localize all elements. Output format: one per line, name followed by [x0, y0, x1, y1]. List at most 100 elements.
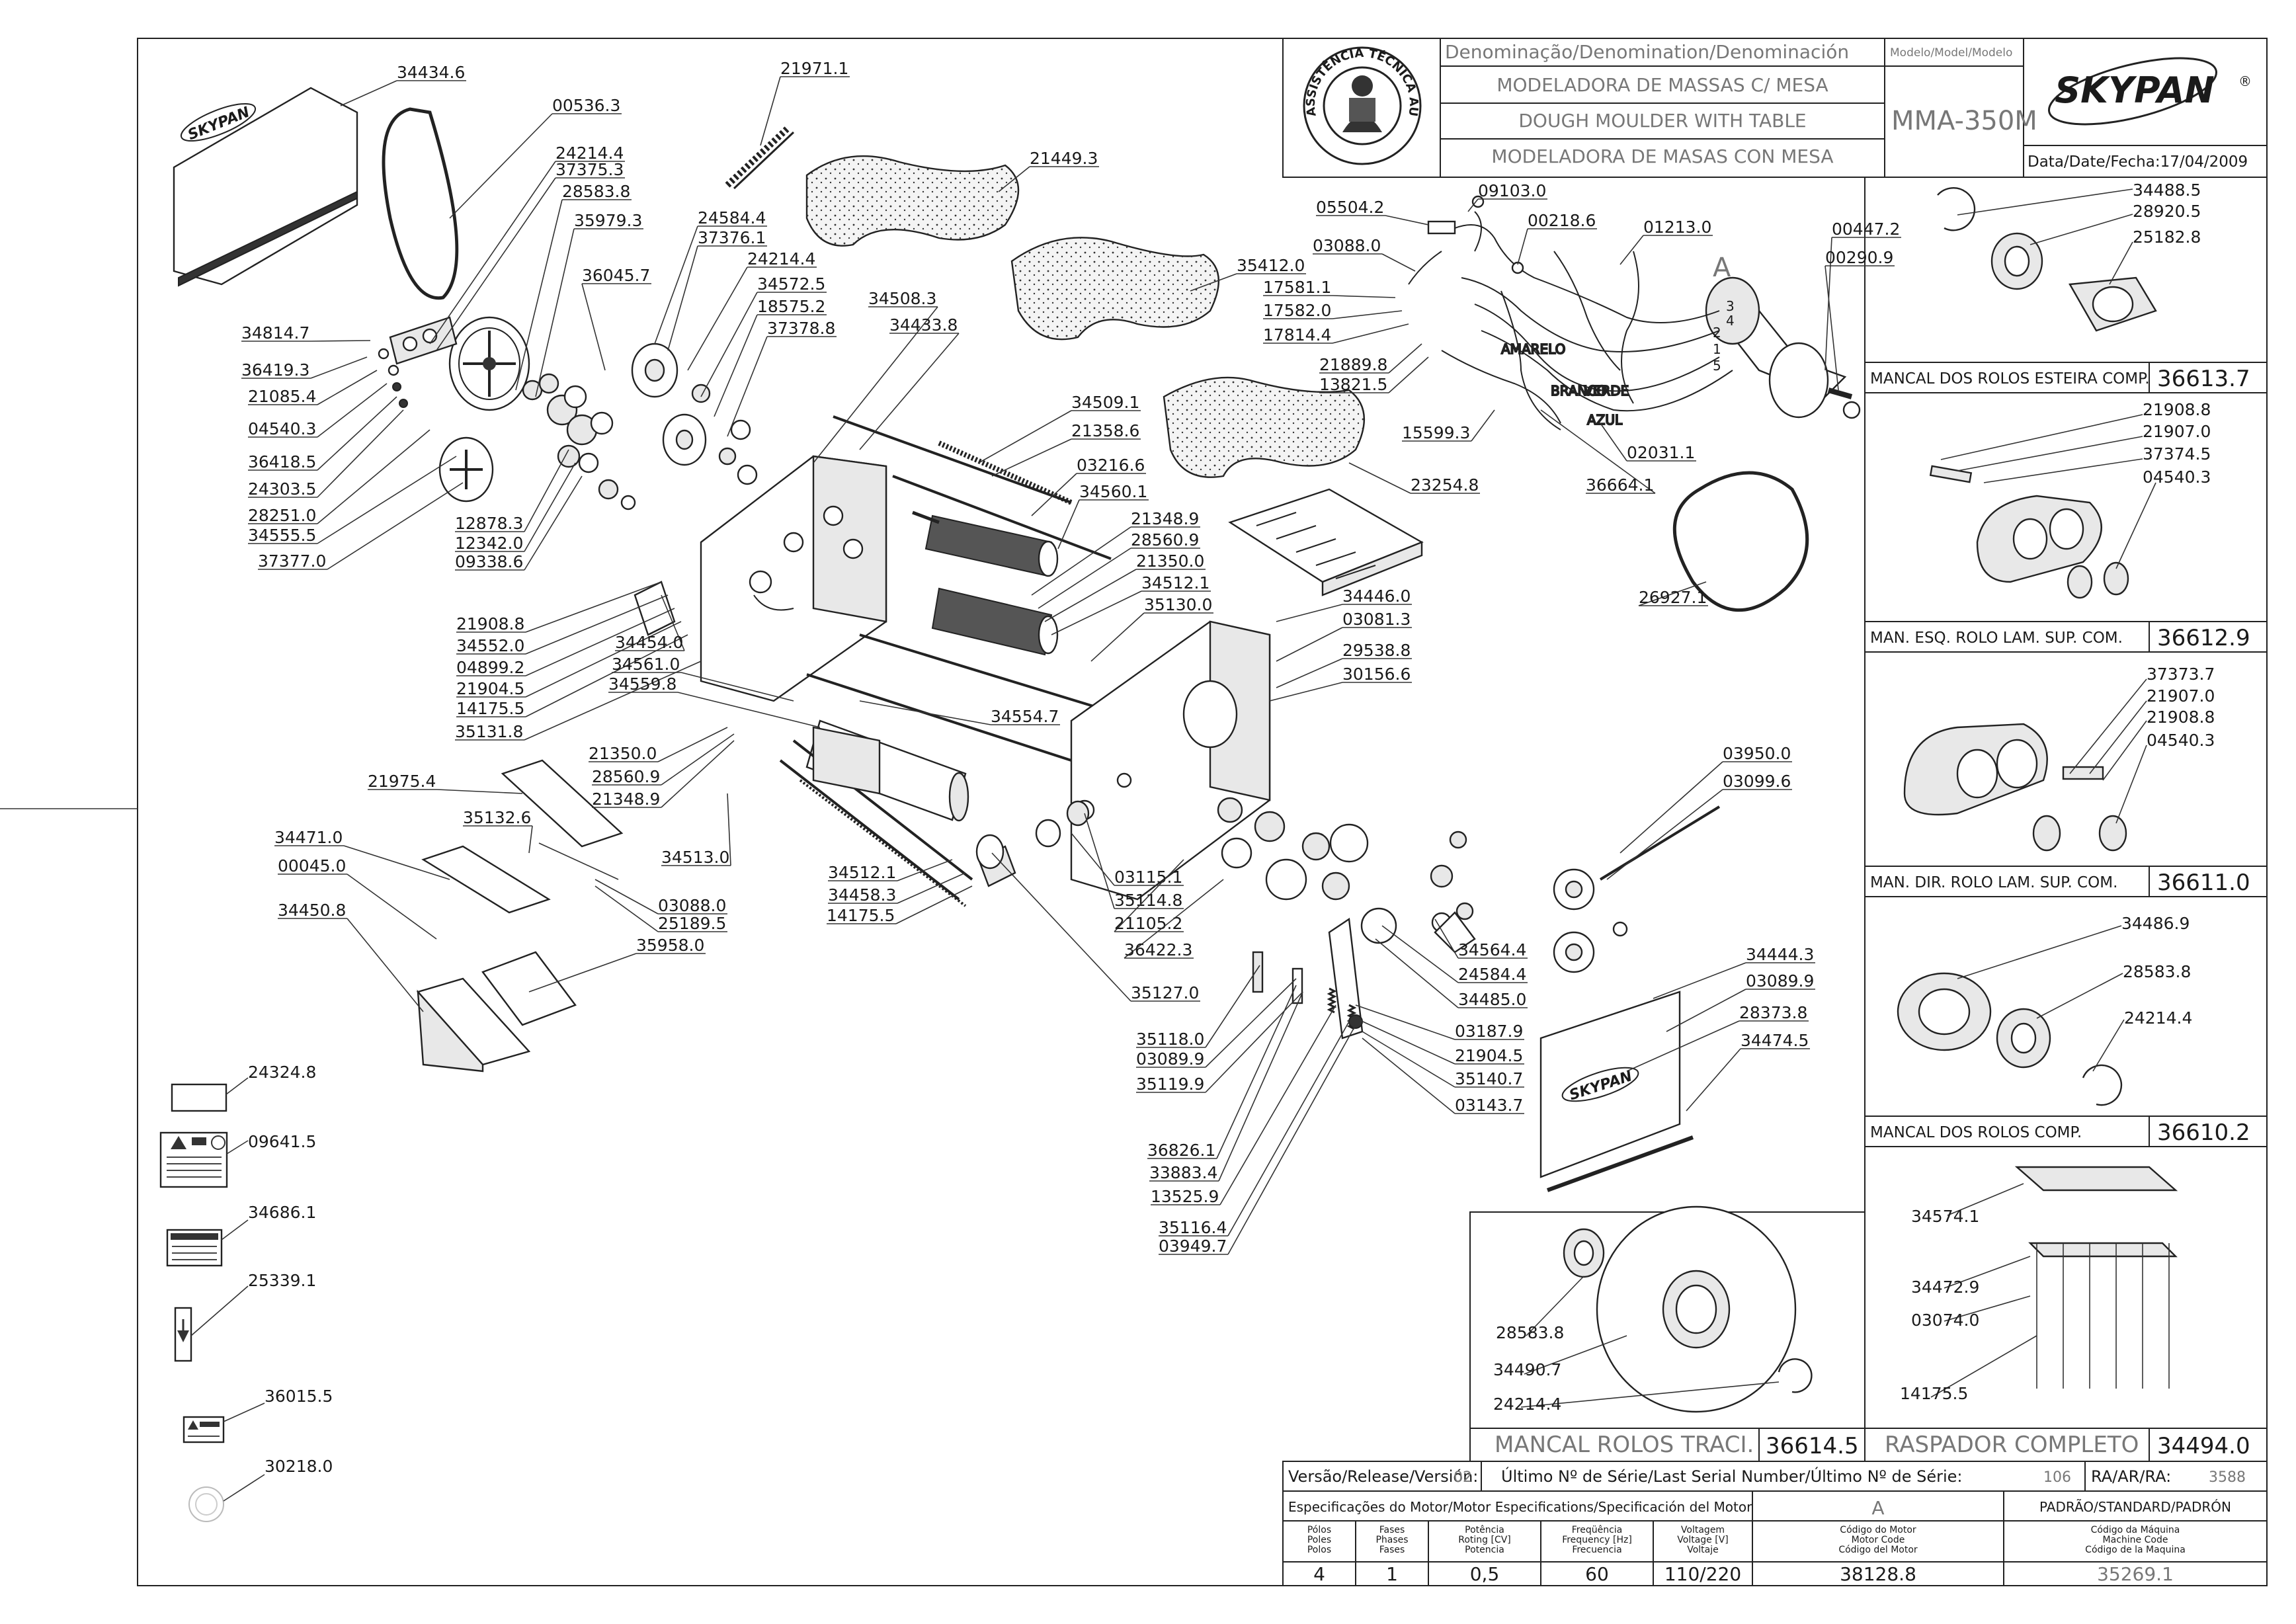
version-value: 02 [1454, 1469, 1472, 1486]
small-parts-cluster [378, 348, 636, 510]
leader-line [594, 885, 659, 932]
warning-sticker [159, 1131, 228, 1188]
part-label: 09641.5 [248, 1132, 316, 1151]
part-number-label: 34433.8 [889, 315, 958, 335]
wire-color: VERDE [1584, 383, 1629, 399]
leader-line [317, 409, 404, 498]
leader-line [667, 245, 698, 351]
part-number-label: 36418.5 [248, 452, 316, 471]
right-gear-cluster [1217, 797, 1476, 954]
part-number-label: 03143.7 [1455, 1096, 1523, 1115]
part-number-label: 35119.9 [1136, 1075, 1204, 1094]
motor-spec-column-label: Polos [1307, 1545, 1331, 1555]
threaded-rod [938, 440, 1073, 505]
ra-value: 3588 [2209, 1469, 2246, 1486]
gear-wheel-1 [631, 343, 678, 398]
part-number-label: 34512.1 [1141, 573, 1210, 592]
leader-line [1216, 985, 1297, 1159]
part-number-label: 24584.4 [698, 208, 766, 227]
small-pulley [438, 436, 494, 503]
part-label: 34472.9 [1911, 1278, 1979, 1297]
part-number-label: 35979.3 [574, 211, 642, 230]
part-number-label: 09103.0 [1478, 181, 1546, 200]
motor-spec-column-label: Potência [1465, 1525, 1504, 1535]
leader-line [1084, 813, 1115, 909]
part-number-label: 00218.6 [1528, 211, 1596, 230]
motor-spec-column-label: Roting [CV] [1458, 1535, 1511, 1545]
part-number-label: 15599.3 [1402, 423, 1470, 442]
leader-line [1388, 356, 1429, 393]
leader-line [1600, 423, 1627, 462]
part-label: 25182.8 [2133, 227, 2201, 247]
part-number-label: 21348.9 [592, 790, 660, 809]
panel-3-code: 36611.0 [2157, 870, 2250, 896]
part-number-label: 28583.8 [562, 182, 630, 201]
leader-line [1381, 925, 1459, 983]
motor-spec-column-label: Motor Code [1852, 1535, 1905, 1545]
part-label: 28583.8 [1496, 1323, 1564, 1342]
leader-line [677, 692, 821, 728]
leader-line [1540, 409, 1656, 494]
knurled-roller-upper [912, 510, 1059, 577]
leader-line [661, 740, 735, 808]
leader-line [436, 789, 523, 794]
leader-line [1218, 991, 1303, 1182]
panel-2-code: 36612.9 [2157, 625, 2250, 651]
motor-spec-column-label: Frecuencia [1572, 1545, 1621, 1555]
leader-line [1057, 499, 1080, 549]
leader-line [859, 333, 960, 450]
leader-line [1205, 978, 1297, 1068]
motor-spec-column-label: Poles [1307, 1535, 1331, 1545]
motor-spec-column-label: Phases [1375, 1535, 1408, 1545]
part-number-label: 34509.1 [1071, 393, 1139, 412]
leader-line [1219, 1004, 1336, 1205]
leader-line [700, 292, 758, 397]
table-tray [1228, 488, 1424, 596]
leader-line [1388, 343, 1422, 374]
panel-6-name: MANCAL ROLOS TRACI. [1495, 1432, 1754, 1458]
stickers-column: 24324.8 09641.5 34686.1 [159, 1063, 333, 1522]
leader-line [978, 410, 1072, 464]
part-number-label: 37375.3 [555, 160, 624, 179]
part-number-label: 09338.6 [455, 552, 523, 571]
motor-spec-column-label: Código de la Maquina [2085, 1545, 2186, 1555]
motor-spec-value: 0,5 [1470, 1563, 1500, 1585]
version-label: Versão/Release/Versión: [1288, 1467, 1478, 1486]
motor-spec-value: 35269.1 [2097, 1563, 2174, 1585]
part-number-label: 36826.1 [1147, 1141, 1215, 1160]
part-number-label: 23254.8 [1411, 475, 1479, 495]
leader-line [340, 80, 397, 106]
terminal: 2 [1713, 325, 1721, 341]
leader-line [1381, 253, 1416, 272]
leader-line [760, 76, 781, 146]
panel-1-name: MANCAL DOS ROLOS ESTEIRA COMP. [1870, 370, 2150, 387]
part-number-label: 24303.5 [248, 479, 316, 499]
part-number-label: 36664.1 [1586, 475, 1654, 495]
motor-spec-value: 38128.8 [1840, 1563, 1916, 1585]
wiring-harness: AMARELO BRANCO VERDE AZUL [1408, 195, 1733, 430]
leader-line [436, 177, 556, 351]
motor-spec-column-label: Fases [1379, 1545, 1405, 1555]
part-label: 25339.1 [248, 1271, 316, 1290]
part-label: 28583.8 [2123, 962, 2191, 981]
part-number-label: 21449.3 [1030, 149, 1098, 168]
part-number-label: 21889.8 [1319, 355, 1387, 374]
leader-line [524, 462, 576, 552]
part-number-label: 34512.1 [828, 863, 896, 882]
leader-line [524, 475, 583, 571]
right-side-housing [1070, 620, 1271, 901]
part-number-label: 35130.0 [1144, 595, 1212, 614]
part-number-label: 03089.9 [1136, 1049, 1204, 1069]
part-number-label: 03088.0 [1313, 236, 1381, 255]
panel-4-name: MANCAL DOS ROLOS COMP. [1870, 1124, 2082, 1141]
leader-line [1190, 273, 1237, 292]
part-number-label: 36419.3 [241, 360, 309, 380]
part-number-label: 34559.8 [608, 674, 676, 694]
leader-line [1227, 1024, 1356, 1255]
part-number-label: 28251.0 [248, 506, 316, 525]
machine-name-pt: MODELADORA DE MASSAS C/ MESA [1496, 74, 1828, 96]
leader-line [343, 845, 450, 880]
part-number-label: 35118.0 [1136, 1030, 1204, 1049]
leader-line [1385, 215, 1429, 225]
caution-sticker [183, 1416, 225, 1443]
